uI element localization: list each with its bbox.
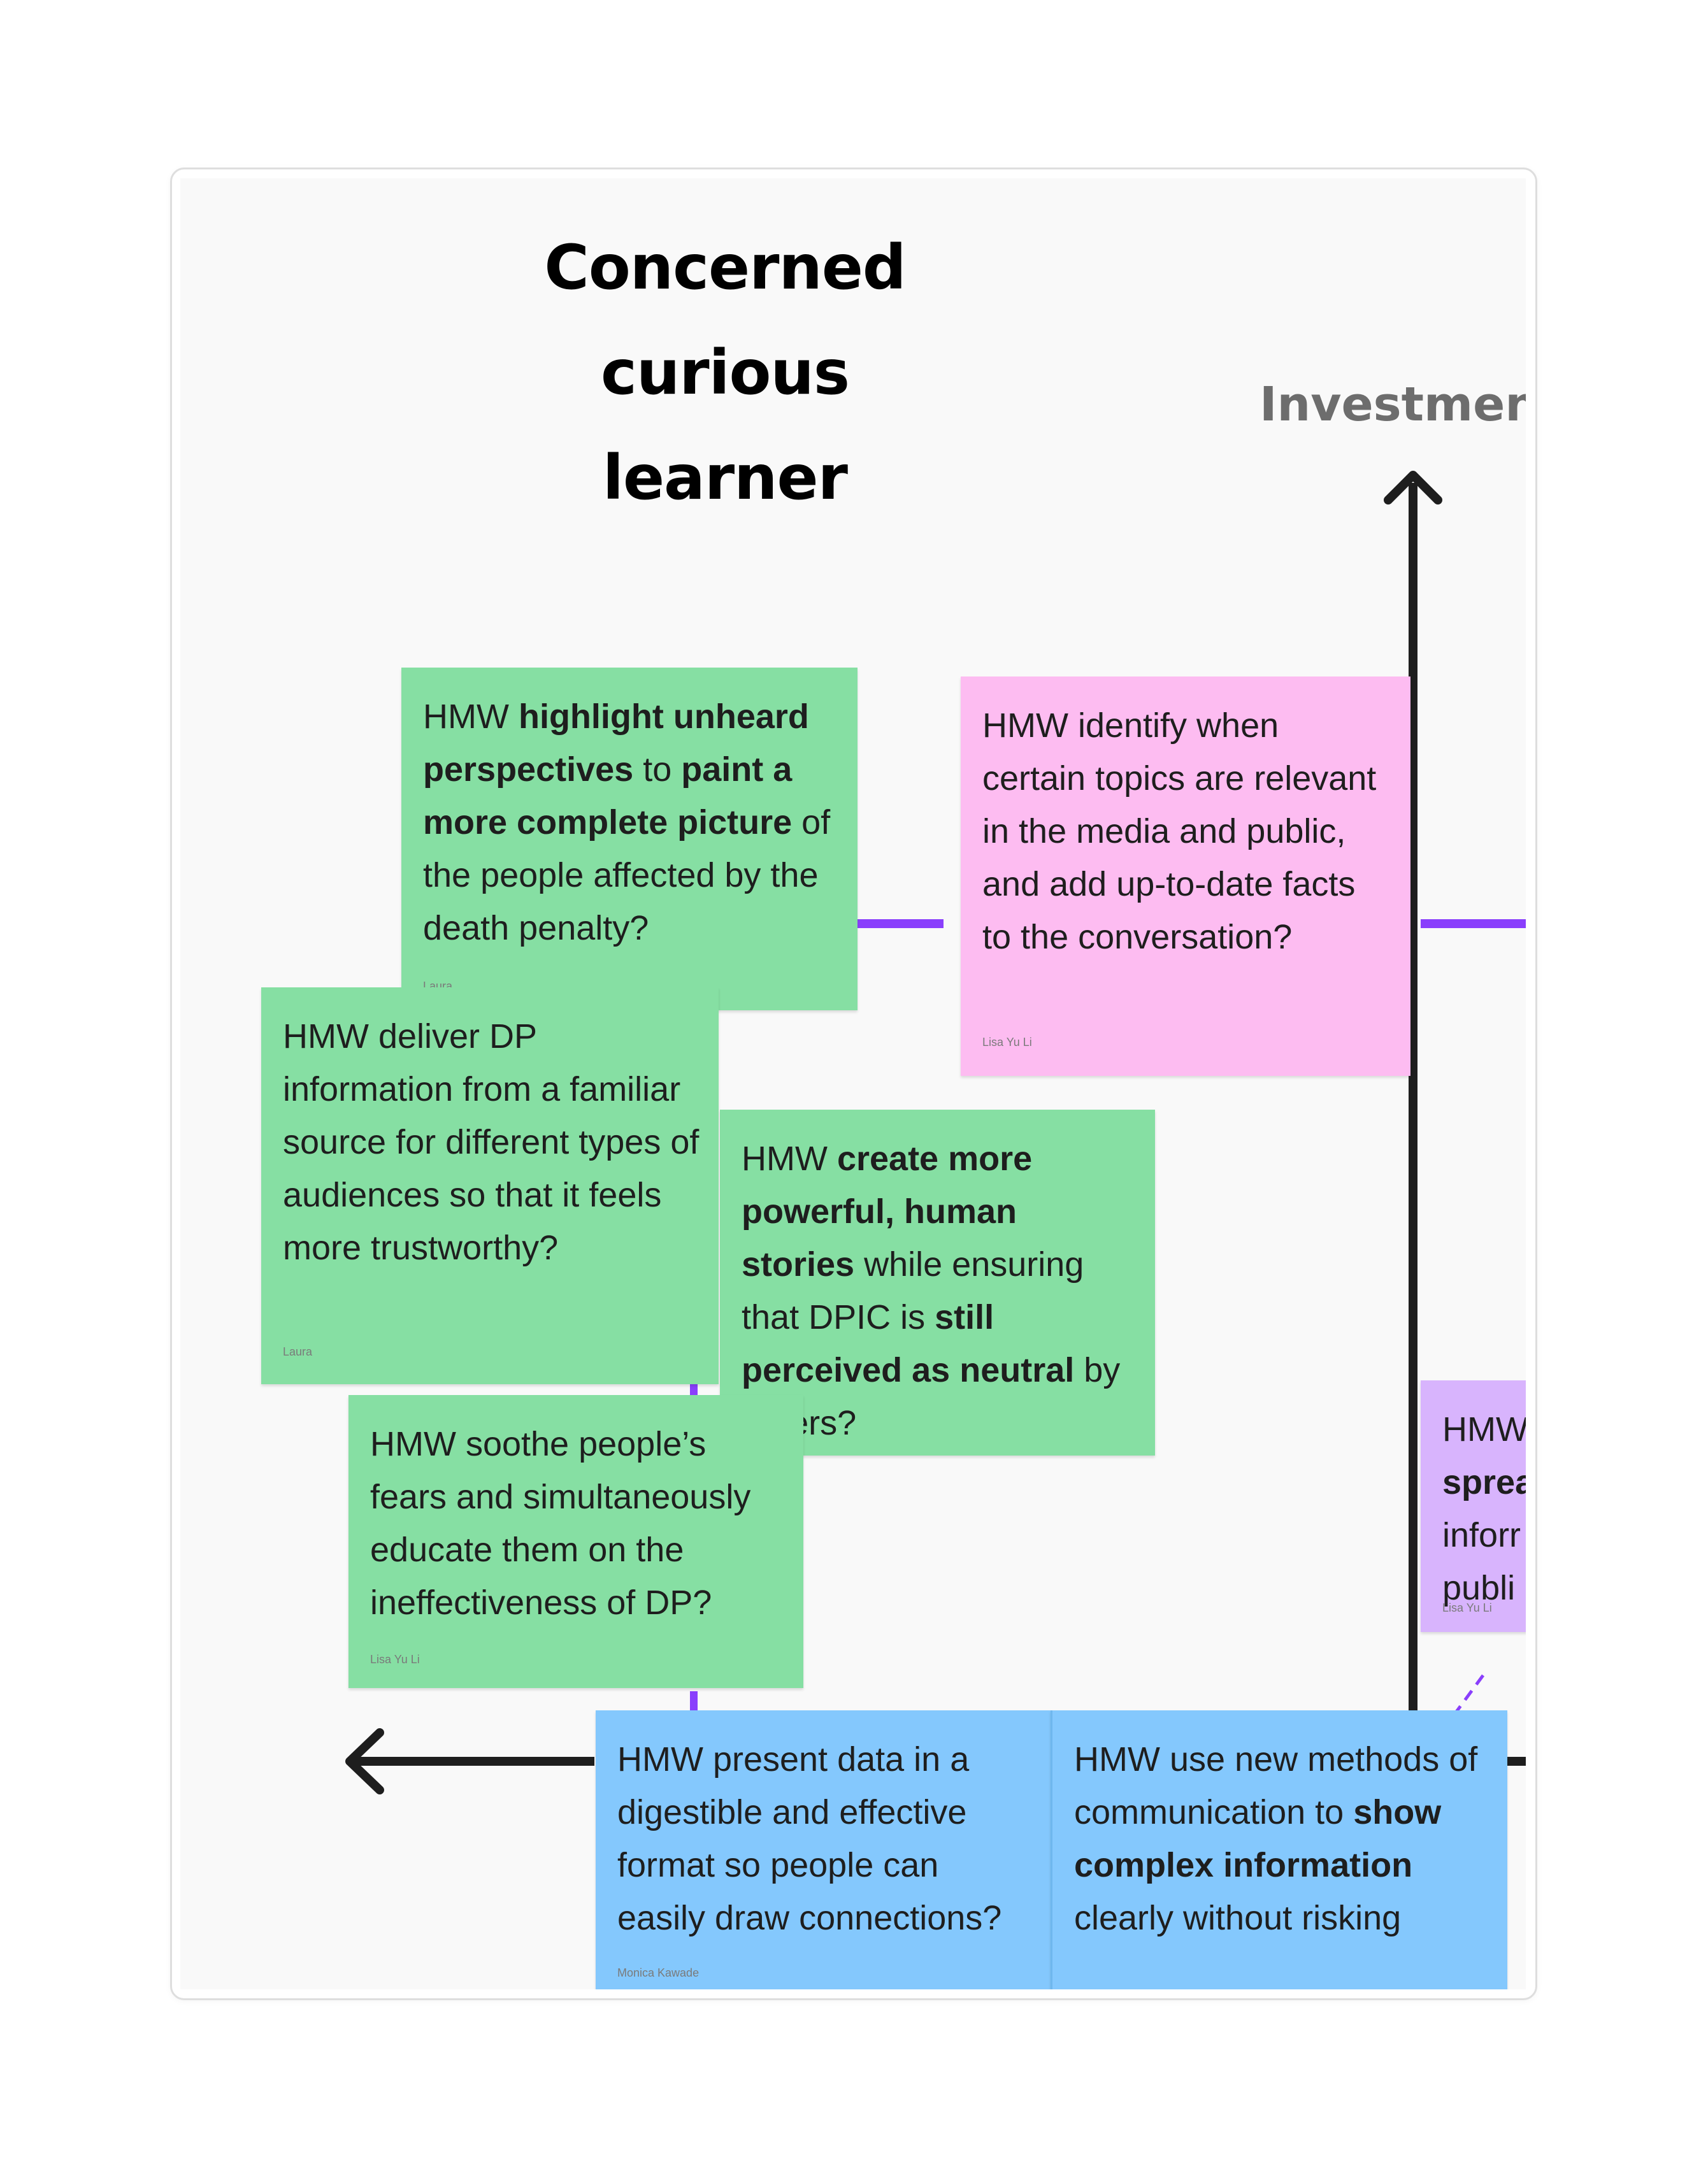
sticky-note-present[interactable]: HMW present data in a digestible and eff…: [596, 1710, 1052, 1989]
sticky-note-spread[interactable]: HMW sprea inforr publi Lisa Yu Li: [1421, 1380, 1526, 1632]
text-segment: while ensuring that DPIC is: [742, 1245, 1084, 1336]
axes-and-connectors: [345, 471, 1526, 1794]
whiteboard-canvas[interactable]: Concerned curious learner Investment HMW…: [180, 178, 1526, 1989]
emphasized-text: paint a more complete picture: [423, 750, 793, 841]
axis-label-investment[interactable]: Investment: [1259, 377, 1526, 432]
up-arrow-icon: [1384, 471, 1442, 505]
sticky-note-highlight[interactable]: HMW highlight unheard perspectives to pa…: [401, 668, 858, 1010]
sticky-note-deliver[interactable]: HMW deliver DP information from a famili…: [261, 987, 719, 1384]
sticky-note-create[interactable]: HMW create more powerful, human stories …: [720, 1110, 1155, 1456]
text-segment: clearly without risking: [1074, 1899, 1402, 1937]
sticky-note-author: Lisa Yu Li: [982, 1036, 1032, 1049]
sticky-note-author: Laura: [283, 1345, 313, 1358]
text-segment: HMW use new methods of communication to: [1074, 1740, 1478, 1831]
left-arrow-icon: [345, 1728, 384, 1794]
sticky-note-text: HMW sprea inforr publi: [1442, 1403, 1526, 1615]
sticky-note-methods[interactable]: HMW use new methods of communication to …: [1051, 1710, 1507, 1989]
sticky-note-text: HMW present data in a digestible and eff…: [617, 1733, 1033, 1945]
text-segment: HMW deliver DP information from a famili…: [283, 1017, 700, 1267]
sticky-note-text: HMW create more powerful, human stories …: [742, 1133, 1136, 1450]
sticky-note-text: HMW deliver DP information from a famili…: [283, 1010, 700, 1275]
sticky-note-text: HMW use new methods of communication to …: [1074, 1733, 1488, 1945]
sticky-note-author: Monica Kawade: [617, 1966, 700, 1979]
board-title[interactable]: Concerned curious learner: [544, 232, 906, 513]
text-segment: HMW identify when certain topics are rel…: [982, 706, 1377, 956]
sticky-note-text: HMW soothe people’s fears and simultaneo…: [370, 1418, 784, 1629]
sticky-note-author: Lisa Yu Li: [370, 1653, 420, 1666]
emphasized-text: create more powerful, human stories: [742, 1140, 1033, 1284]
text-segment: HMW: [1442, 1410, 1526, 1449]
sticky-note-author: Lisa Yu Li: [1442, 1601, 1492, 1614]
emphasized-text: still perceived as neutral: [742, 1298, 1075, 1389]
emphasized-text: show complex information: [1074, 1793, 1442, 1884]
text-segment: HMW: [742, 1140, 837, 1178]
text-segment: HMW: [423, 698, 519, 736]
sticky-note-text: HMW highlight unheard perspectives to pa…: [423, 691, 838, 955]
text-segment: HMW soothe people’s fears and simultaneo…: [370, 1425, 751, 1622]
text-segment: HMW present data in a digestible and eff…: [617, 1740, 1002, 1937]
emphasized-text: highlight unheard perspectives: [423, 698, 809, 789]
text-segment: inforr publi: [1442, 1516, 1521, 1607]
text-segment: to: [633, 750, 682, 789]
emphasized-text: sprea: [1442, 1463, 1526, 1501]
text-segment: of the people affected by the death pena…: [423, 803, 831, 947]
sticky-note-identify[interactable]: HMW identify when certain topics are rel…: [961, 676, 1410, 1076]
sticky-note-text: HMW identify when certain topics are rel…: [982, 699, 1391, 964]
sticky-note-soothe[interactable]: HMW soothe people’s fears and simultaneo…: [348, 1395, 803, 1688]
